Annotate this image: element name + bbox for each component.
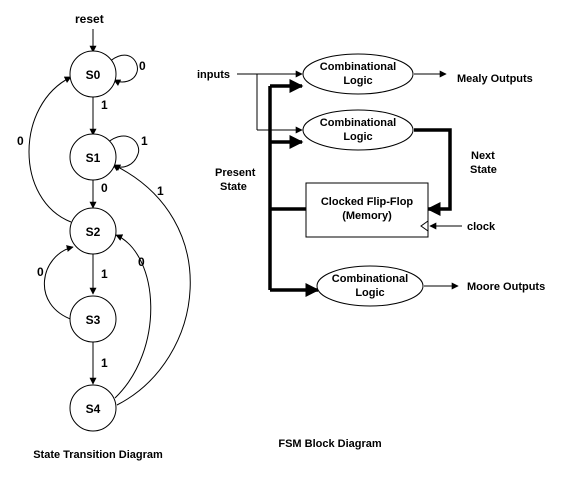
s3-s4-label: 1 (101, 356, 108, 370)
state-s3-label: S3 (86, 313, 101, 327)
clock-label: clock (467, 221, 496, 233)
s4-s1-label: 1 (157, 184, 164, 198)
state-s0-label: S0 (86, 68, 101, 82)
state-s0: S0 (69, 50, 117, 98)
s1-self-loop (106, 135, 140, 172)
s2-s3-label: 1 (101, 267, 108, 281)
flipflop-line2: (Memory) (342, 210, 392, 222)
inputs-label: inputs (197, 69, 230, 81)
s4-s1-arrow (113, 164, 191, 406)
s3-s2-arrow (44, 245, 74, 321)
s3-s2-label: 0 (37, 265, 44, 279)
clock-edge-symbol (420, 220, 429, 232)
s2-s0-label: 0 (17, 134, 24, 148)
combinational-logic-3: Combinational Logic (316, 265, 424, 307)
logic2-line1: Combinational (320, 117, 396, 129)
state-transition-diagram: reset 0 1 1 0 0 1 0 1 0 1 (17, 12, 191, 461)
next-state-line2: State (470, 164, 497, 176)
s4-s2-label: 0 (138, 255, 145, 269)
state-s2: S2 (69, 207, 117, 255)
s0-s1-label: 1 (101, 98, 108, 112)
logic3-line2: Logic (355, 287, 384, 299)
block-diagram-caption: FSM Block Diagram (278, 438, 382, 450)
s1-s2-label: 0 (101, 181, 108, 195)
s0-self-label: 0 (139, 59, 146, 73)
state-s1-label: S1 (86, 151, 101, 165)
fsm-block-diagram: inputs Combinational Logic Combinational… (197, 53, 545, 450)
moore-outputs-label: Moore Outputs (467, 281, 545, 293)
combinational-logic-1: Combinational Logic (302, 53, 414, 95)
flipflop-line1: Clocked Flip-Flop (321, 196, 414, 208)
state-s2-label: S2 (86, 225, 101, 239)
reset-label: reset (75, 12, 104, 26)
next-state-path (414, 128, 452, 216)
state-s3: S3 (69, 295, 117, 343)
present-state-line1: Present (215, 167, 256, 179)
s2-s0-arrow (28, 76, 72, 223)
logic1-line2: Logic (343, 75, 372, 87)
state-diagram-caption: State Transition Diagram (33, 449, 163, 461)
s0-self-loop (107, 54, 138, 86)
next-state-line1: Next (471, 150, 495, 162)
combinational-logic-2: Combinational Logic (302, 109, 414, 151)
logic2-line2: Logic (343, 131, 372, 143)
logic3-line1: Combinational (332, 273, 408, 285)
logic1-line1: Combinational (320, 61, 396, 73)
clocked-flipflop: Clocked Flip-Flop (Memory) (305, 182, 429, 238)
mealy-outputs-label: Mealy Outputs (457, 73, 533, 85)
state-s4-label: S4 (86, 402, 101, 416)
s4-s2-arrow (114, 234, 152, 399)
present-state-line2: State (220, 181, 247, 193)
state-s4: S4 (69, 384, 117, 432)
state-s1: S1 (69, 133, 117, 181)
s1-self-label: 1 (141, 134, 148, 148)
